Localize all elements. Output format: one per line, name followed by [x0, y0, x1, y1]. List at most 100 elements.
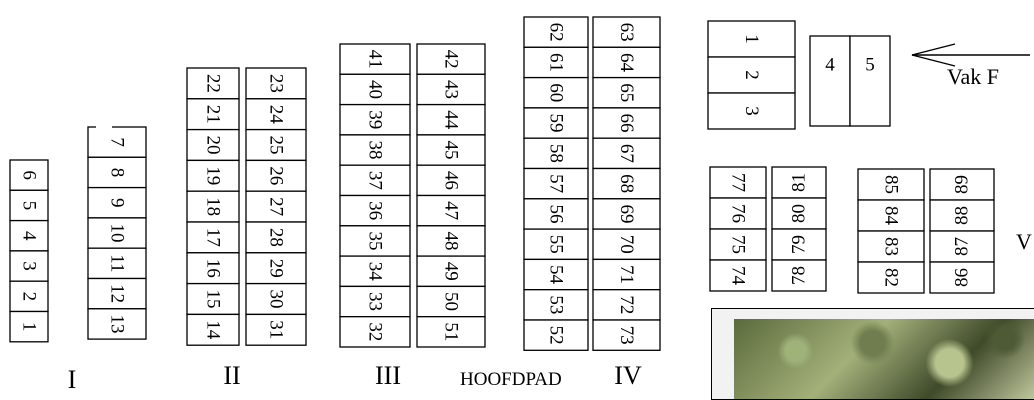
block-2-right-cell: [245, 98, 307, 131]
block-2-left-number: 15: [203, 290, 224, 309]
block-4-right-cell: [592, 228, 661, 261]
vak-f-b-cell: [849, 35, 891, 127]
block-1-left-number: 5: [19, 201, 40, 211]
block-2-right-number: 27: [266, 197, 287, 216]
block-3-left-number: 35: [365, 231, 386, 250]
block-2-right-cell: [245, 313, 307, 346]
block-r1-left-cell: [709, 259, 767, 292]
block-2-right-cell: [245, 282, 307, 316]
block-1-left-cell: [9, 189, 49, 222]
block-3-right-cell: [416, 285, 486, 318]
block-4-right-cell: [592, 137, 661, 170]
block-3-right-cell: [416, 43, 486, 75]
block-4-right-number: 64: [616, 53, 637, 72]
block-2-right-cell: [245, 252, 307, 285]
block-2-right-number: 31: [266, 320, 287, 339]
block-4-left-cell: [523, 319, 589, 351]
block-4-right-cell: [592, 258, 661, 291]
block-2-right-cell: [245, 67, 307, 100]
edge-label: V: [1016, 229, 1032, 254]
block-3-right-number: 45: [441, 141, 462, 160]
block-1-left-number: 1: [19, 322, 40, 332]
block-3-right-number: 50: [441, 292, 462, 311]
block-2-left-number: 21: [203, 105, 224, 124]
block-r2-right-number: 87: [952, 237, 973, 256]
block-3-left-number: 32: [365, 322, 386, 341]
block-4-right-cell: [592, 16, 661, 48]
block-2-left-cell: [186, 67, 240, 100]
block-2-left-number: 20: [203, 136, 224, 155]
block-1-left-cell: [9, 310, 49, 343]
block-4-left-number: 60: [546, 83, 567, 102]
block-r2-right-cell: [929, 261, 995, 294]
block-3-right-number: 42: [441, 50, 462, 69]
vak-f-a-number: 3: [741, 106, 762, 116]
block-4-right-cell: [592, 76, 661, 109]
block-2-left-number: 22: [203, 74, 224, 93]
block-1-right-cell: [87, 186, 147, 219]
block-r2-right-number: 89: [952, 175, 973, 194]
block-1-left-number: 4: [19, 231, 40, 241]
block-4-left-number: 57: [546, 174, 567, 193]
block-label: IV: [614, 361, 642, 390]
block-r1-left-cell: [709, 228, 767, 261]
block-1-left-number: 3: [19, 261, 40, 271]
block-3-left-number: 37: [365, 171, 386, 190]
block-2-left-cell: [186, 282, 240, 316]
block-2-left-number: 18: [203, 197, 224, 216]
block-3-right-number: 51: [441, 322, 462, 341]
vak-f-b-cell: [809, 35, 851, 127]
block-1-right-cell: [87, 126, 147, 158]
block-r1-right-cell: [771, 166, 827, 199]
vak-f-b-number: 5: [865, 55, 875, 76]
block-3-left-cell: [339, 285, 411, 318]
block-r1-right-cell: [771, 259, 827, 292]
block-3-left-cell: [339, 316, 411, 348]
block-r1-left-number: 74: [728, 266, 749, 286]
block-3-left-number: 39: [365, 110, 386, 129]
block-4-right-cell: [592, 319, 661, 351]
block-4-left-cell: [523, 228, 589, 261]
block-2-left-number: 16: [203, 259, 224, 278]
block-4-left-number: 52: [546, 326, 567, 345]
block-3-left-number: 36: [365, 201, 386, 220]
block-4-right-number: 63: [616, 23, 637, 42]
block-4-right-number: 66: [616, 114, 637, 133]
block-label: I: [68, 365, 77, 390]
block-1-right-cell: [87, 156, 147, 189]
block-3-right-cell: [416, 316, 486, 348]
block-4-left-number: 58: [546, 144, 567, 163]
block-r1-right-number: 81: [789, 173, 810, 192]
block-4-right-number: 73: [616, 326, 637, 345]
block-4-right-number: 69: [616, 204, 637, 223]
block-r2-left-cell: [857, 261, 925, 294]
block-4-right-cell: [592, 107, 661, 139]
block-2-left-cell: [186, 98, 240, 131]
block-r1-left-number: 77: [728, 173, 749, 192]
block-4-right-number: 65: [616, 83, 637, 102]
block-2-right-number: 26: [266, 166, 287, 185]
block-r2-left-number: 82: [881, 268, 902, 287]
block-r2-left-cell: [857, 168, 925, 201]
block-2-right-cell: [245, 128, 307, 162]
block-r2-left-number: 83: [881, 237, 902, 256]
block-3-right-number: 48: [441, 231, 462, 250]
block-1-notch: [96, 122, 112, 130]
block-4-left-number: 53: [546, 295, 567, 314]
block-3-right-cell: [416, 134, 486, 166]
block-3-right-number: 47: [441, 201, 462, 220]
block-r1-right-number: 79: [789, 235, 810, 254]
block-1-left-number: 2: [19, 292, 40, 302]
block-3-left-number: 38: [365, 141, 386, 160]
block-4-left-cell: [523, 107, 589, 139]
block-3-left-number: 41: [365, 50, 386, 69]
block-4-left-number: 55: [546, 235, 567, 254]
vak-f-label: Vak F: [947, 64, 999, 89]
block-3-left-number: 40: [365, 80, 386, 99]
block-r2-right-number: 86: [952, 268, 973, 287]
block-3-left-number: 34: [365, 262, 386, 282]
block-2-left-number: 14: [203, 320, 224, 340]
block-r2-left-cell: [857, 199, 925, 232]
block-3-right-number: 46: [441, 171, 462, 190]
vak-f-a-cell: [707, 92, 796, 130]
